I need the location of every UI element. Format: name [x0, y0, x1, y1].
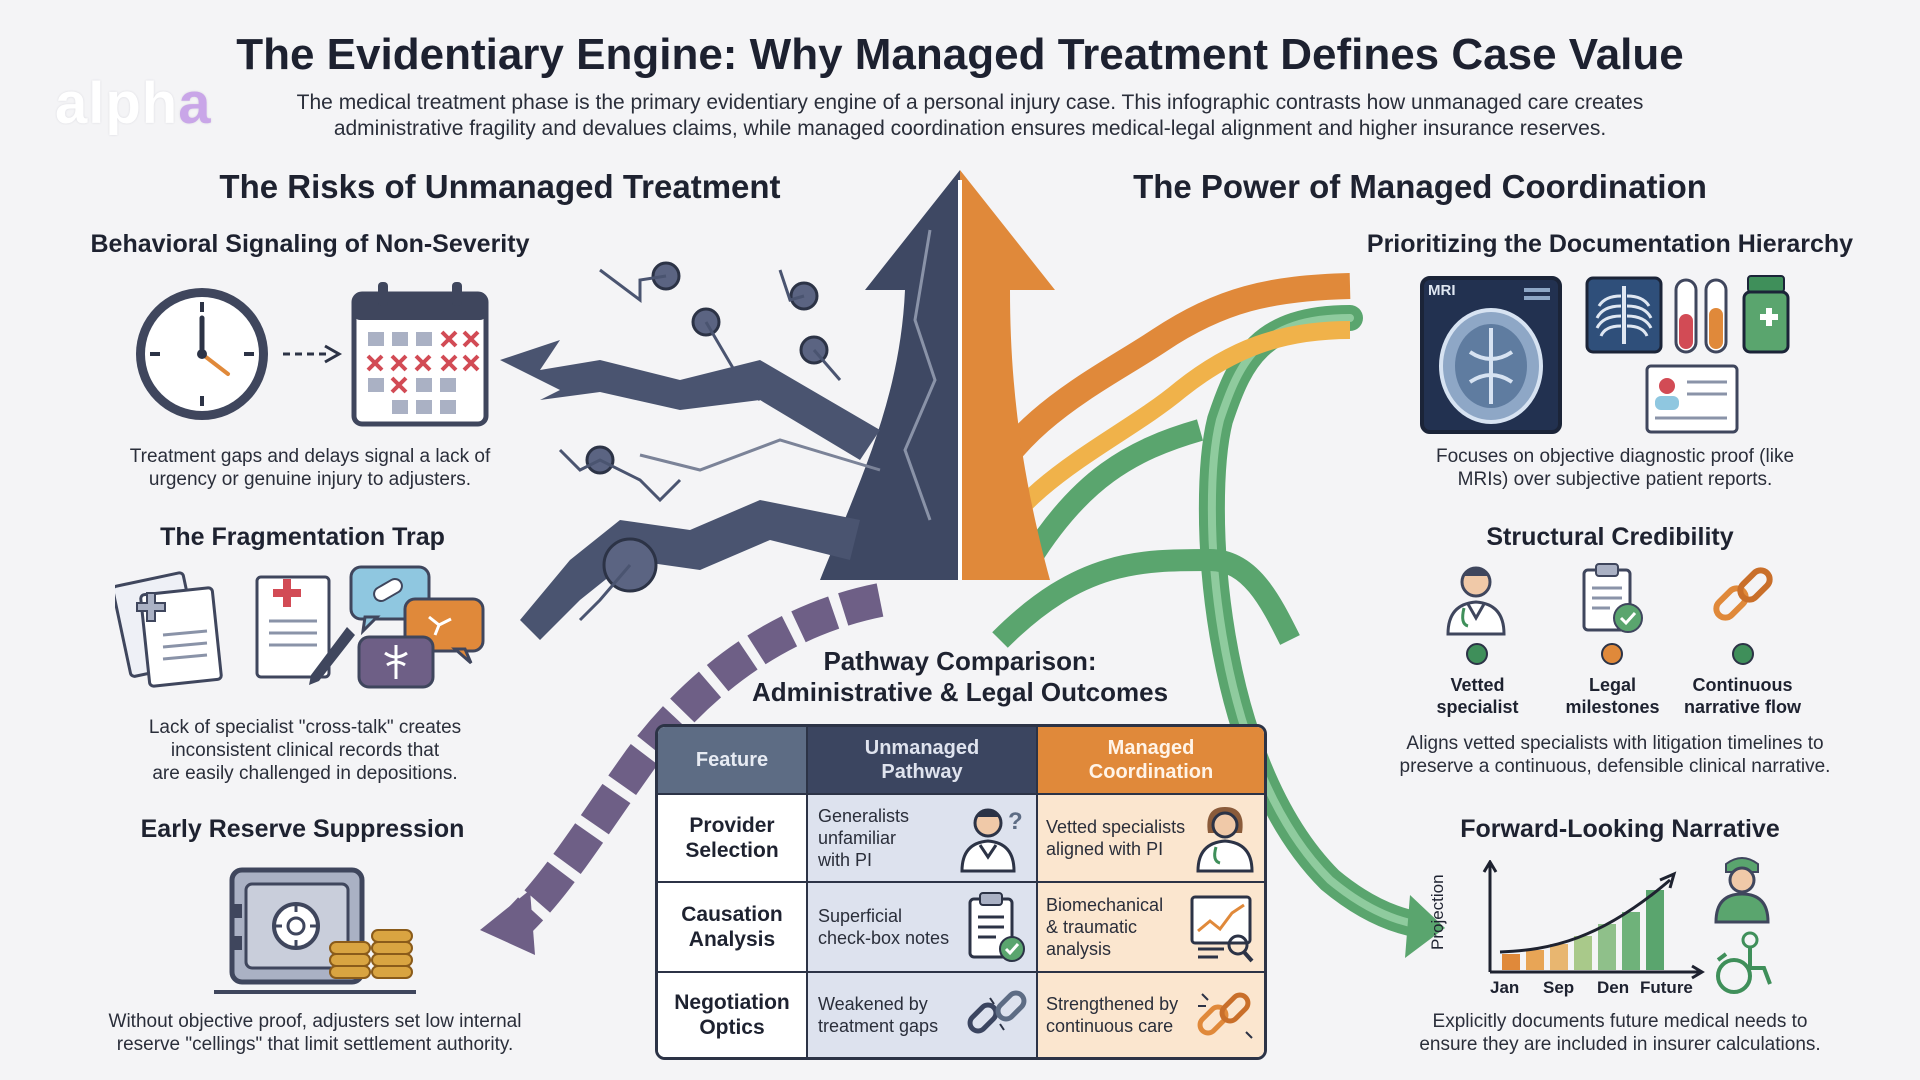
credibility-item-legal-milestones: Legal milestones [1565, 675, 1660, 717]
forward-looking-narrative-description: Explicitly documents future medical need… [1419, 1011, 1821, 1055]
section-title-early-reserve-suppression: Early Reserve Suppression [140, 815, 465, 843]
wheelchair-icon [1716, 931, 1772, 994]
fragmentation-trap-description: Lack of specialist "cross-talk" creates … [148, 717, 462, 784]
section-title-fragmentation-trap: The Fragmentation Trap [160, 523, 445, 551]
early-reserve-suppression-description: Without objective proof, adjusters set l… [108, 1011, 522, 1055]
credibility-dot [1466, 643, 1488, 665]
mri-scan-icon [1420, 276, 1562, 434]
structural-credibility-description: Aligns vetted specialists with litigatio… [1399, 733, 1831, 777]
chain-link-icon [1713, 567, 1773, 621]
page-subtitle: The medical treatment phase is the prima… [296, 91, 1644, 140]
comparison-title: Pathway Comparison: Administrative & Leg… [751, 646, 1169, 707]
section-title-structural-credibility: Structural Credibility [1486, 523, 1734, 551]
chart-x-tick-future: Future [1640, 978, 1693, 997]
projection-chart-icon [1482, 860, 1705, 980]
credibility-dot [1732, 643, 1754, 665]
chart-x-tick-sep: Sep [1543, 978, 1575, 997]
chest-xray-icon [1585, 276, 1663, 354]
confused-doctor-icon: ? [960, 808, 1023, 873]
test-tubes-icon [1674, 278, 1728, 354]
page-title: The Evidentiary Engine: Why Managed Trea… [236, 30, 1684, 79]
calendar-icon [351, 282, 489, 427]
left-column-heading: The Risks of Unmanaged Treatment [219, 168, 781, 205]
clipboard-check-icon [1582, 563, 1643, 633]
checklist-icon [968, 892, 1025, 962]
chart-x-tick-den: Den [1597, 978, 1630, 997]
credibility-item-vetted-specialist: Vetted specialist [1436, 675, 1519, 717]
nurse-icon [1714, 857, 1770, 924]
strong-chain-icon [1197, 992, 1253, 1039]
section-title-forward-looking-narrative: Forward-Looking Narrative [1460, 815, 1780, 843]
female-doctor-icon [1196, 807, 1254, 873]
mri-label: MRI [1428, 282, 1456, 299]
logo: alpha [55, 71, 212, 136]
behavioral-signaling-description: Treatment gaps and delays signal a lack … [129, 446, 491, 490]
patient-report-icon [1645, 364, 1739, 434]
right-column-heading: The Power of Managed Coordination [1133, 168, 1707, 205]
section-title-behavioral-signaling: Behavioral Signaling of Non-Severity [90, 230, 530, 258]
analysis-chart-icon [1190, 895, 1254, 963]
clock-icon [136, 288, 268, 420]
chart-y-label: Projection [1428, 874, 1447, 950]
documentation-hierarchy-description: Focuses on objective diagnostic proof (l… [1435, 446, 1795, 490]
credibility-dot [1601, 643, 1623, 665]
credibility-item-continuous-narrative: Continuous narrative flow [1683, 675, 1802, 717]
table-header-feature: Feature [658, 727, 808, 793]
chart-x-tick-jan: Jan [1490, 978, 1520, 997]
svg-text:?: ? [1008, 808, 1023, 835]
fragmented-records-icon [115, 565, 485, 689]
broken-chain-icon [967, 990, 1027, 1034]
dashed-arrow-icon [283, 344, 343, 364]
credibility-dots [1466, 643, 1754, 665]
section-title-documentation-hierarchy: Prioritizing the Documentation Hierarchy [1366, 230, 1854, 258]
medicine-bottle-icon [1742, 275, 1790, 354]
safe-with-coins-icon [214, 867, 416, 994]
doctor-icon [1446, 566, 1506, 636]
